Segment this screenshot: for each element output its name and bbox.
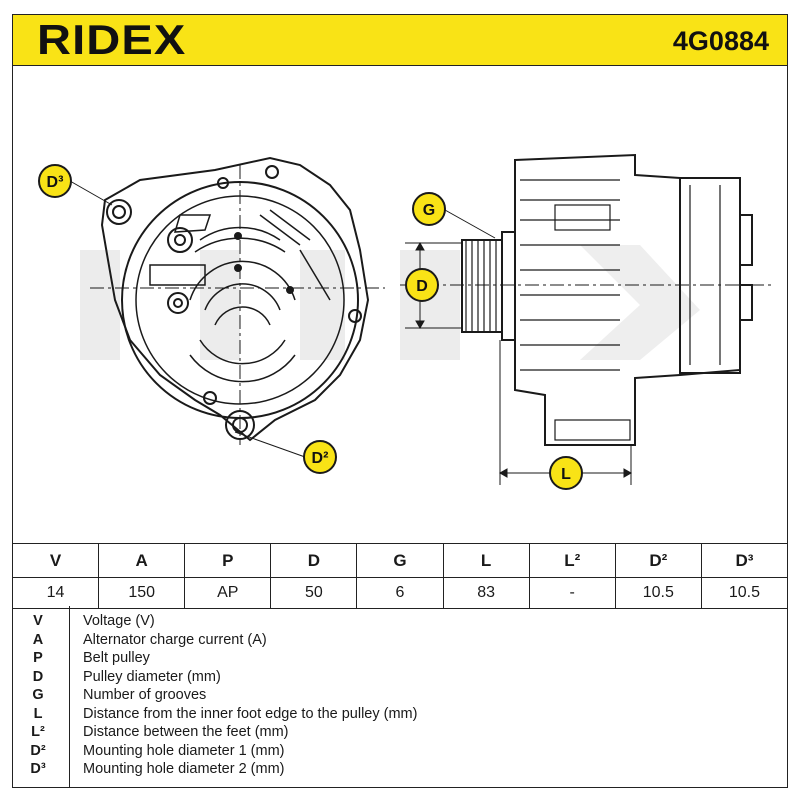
spec-value-g: 6	[356, 577, 444, 609]
callout-d2: D²	[303, 440, 337, 474]
spec-value-v: 14	[11, 577, 100, 609]
legend-key: D	[32, 668, 44, 685]
legend-item: V Voltage (V)	[13, 612, 787, 631]
legend-description: Voltage (V)	[83, 613, 155, 629]
legend-item: P Belt pulley	[13, 649, 787, 668]
spec-header-v: V	[11, 543, 100, 578]
legend-item: L Distance from the inner foot edge to t…	[13, 705, 787, 724]
callout-d2-label: D²	[312, 450, 329, 467]
spec-header-g: G	[356, 543, 444, 578]
legend-description: Mounting hole diameter 2 (mm)	[83, 761, 285, 777]
brand-logo: RIDEX	[37, 16, 187, 63]
spec-value-l: 83	[442, 577, 530, 609]
technical-drawing-frame	[12, 66, 788, 544]
spec-value-row: 14 150 AP 50 6 83 - 10.5 10.5	[11, 577, 789, 609]
spec-value-d3: 10.5	[700, 577, 789, 609]
callout-d: D	[405, 268, 439, 302]
header-bar: RIDEX 4G0884	[12, 14, 788, 66]
legend-item: D³ Mounting hole diameter 2 (mm)	[13, 760, 787, 779]
legend-key: P	[33, 650, 43, 666]
spec-header-row: V A P D G L L² D² D³	[11, 543, 789, 578]
legend-description: Distance between the feet (mm)	[83, 724, 289, 740]
legend-item: G Number of grooves	[13, 686, 787, 705]
watermark-logo	[80, 245, 700, 360]
legend-divider	[69, 606, 70, 787]
legend: V Voltage (V) A Alternator charge curren…	[12, 606, 788, 788]
alternator-side-view	[461, 153, 753, 446]
legend-key: D²	[30, 742, 46, 759]
spec-value-d2: 10.5	[614, 577, 702, 609]
legend-key: V	[33, 613, 43, 629]
spec-table: V A P D G L L² D² D³ 14 150 AP 50 6 83 -…	[11, 543, 789, 609]
spec-header-d2: D²	[614, 543, 702, 578]
callout-d3: D³	[38, 164, 72, 198]
callout-d3-label: D³	[47, 174, 64, 191]
legend-description: Pulley diameter (mm)	[83, 668, 221, 685]
legend-description: Distance from the inner foot edge to the…	[83, 705, 418, 722]
legend-key: A	[32, 631, 44, 648]
legend-item: A Alternator charge current (A)	[13, 631, 787, 650]
legend-item: L² Distance between the feet (mm)	[13, 723, 787, 742]
spec-header-l: L	[442, 543, 530, 578]
spec-header-a: A	[98, 543, 186, 578]
spec-value-p: AP	[184, 577, 272, 609]
legend-key: L²	[31, 724, 45, 740]
spec-header-d3: D³	[700, 543, 789, 578]
callout-l: L	[549, 456, 583, 490]
legend-description: Number of grooves	[83, 687, 207, 703]
legend-item: D Pulley diameter (mm)	[13, 668, 787, 687]
rear-view-axes	[90, 165, 385, 445]
callout-g-label: G	[423, 202, 435, 219]
callout-g: G	[412, 192, 446, 226]
legend-key: G	[32, 687, 44, 703]
alternator-technical-drawing: D³ D² G D L	[38, 153, 775, 490]
legend-description: Mounting hole diameter 1 (mm)	[83, 742, 285, 759]
spec-value-a: 150	[98, 577, 186, 609]
legend-description: Alternator charge current (A)	[83, 631, 267, 648]
spec-value-d: 50	[270, 577, 358, 609]
legend-key: L	[33, 705, 43, 722]
spec-value-l2: -	[528, 577, 616, 609]
legend-description: Belt pulley	[83, 650, 150, 666]
callout-leaders	[69, 180, 496, 458]
spec-header-d: D	[270, 543, 358, 578]
callout-l-label: L	[561, 466, 571, 483]
spec-header-l2: L²	[528, 543, 616, 578]
legend-item: D² Mounting hole diameter 1 (mm)	[13, 742, 787, 761]
spec-header-p: P	[184, 543, 272, 578]
callout-d-label: D	[416, 278, 428, 295]
part-number: 4G0884	[672, 26, 769, 56]
legend-key: D³	[30, 761, 46, 777]
